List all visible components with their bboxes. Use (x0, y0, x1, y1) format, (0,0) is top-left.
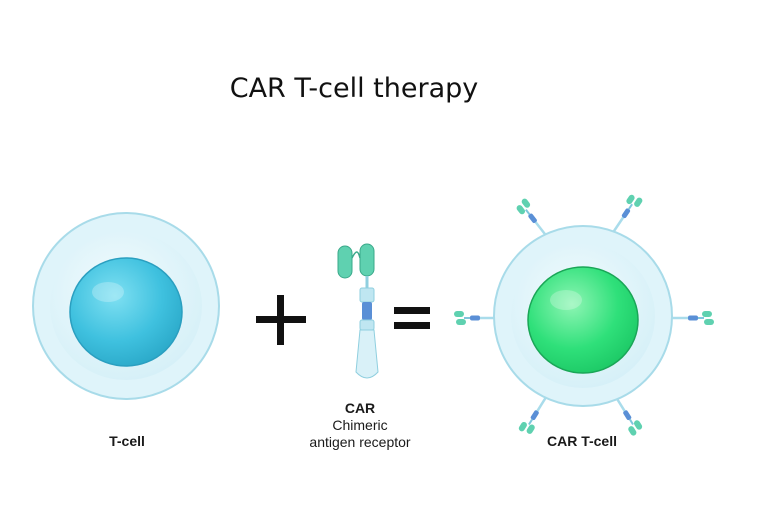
receptor-spike (666, 309, 716, 327)
equals-operator (394, 307, 430, 329)
car-t-cell-icon (452, 190, 716, 438)
page-title: CAR T-cell therapy (230, 73, 479, 104)
plus-operator (256, 295, 306, 345)
t-cell-icon (32, 212, 220, 400)
car-name-line2: antigen receptor (309, 434, 411, 450)
car-name-line1: Chimeric (332, 417, 387, 433)
car-abbrev-label: CAR (345, 400, 375, 416)
car-receptor-icon (337, 243, 379, 379)
car-t-cell-label: CAR T-cell (547, 433, 617, 449)
t-cell-label: T-cell (109, 433, 145, 449)
